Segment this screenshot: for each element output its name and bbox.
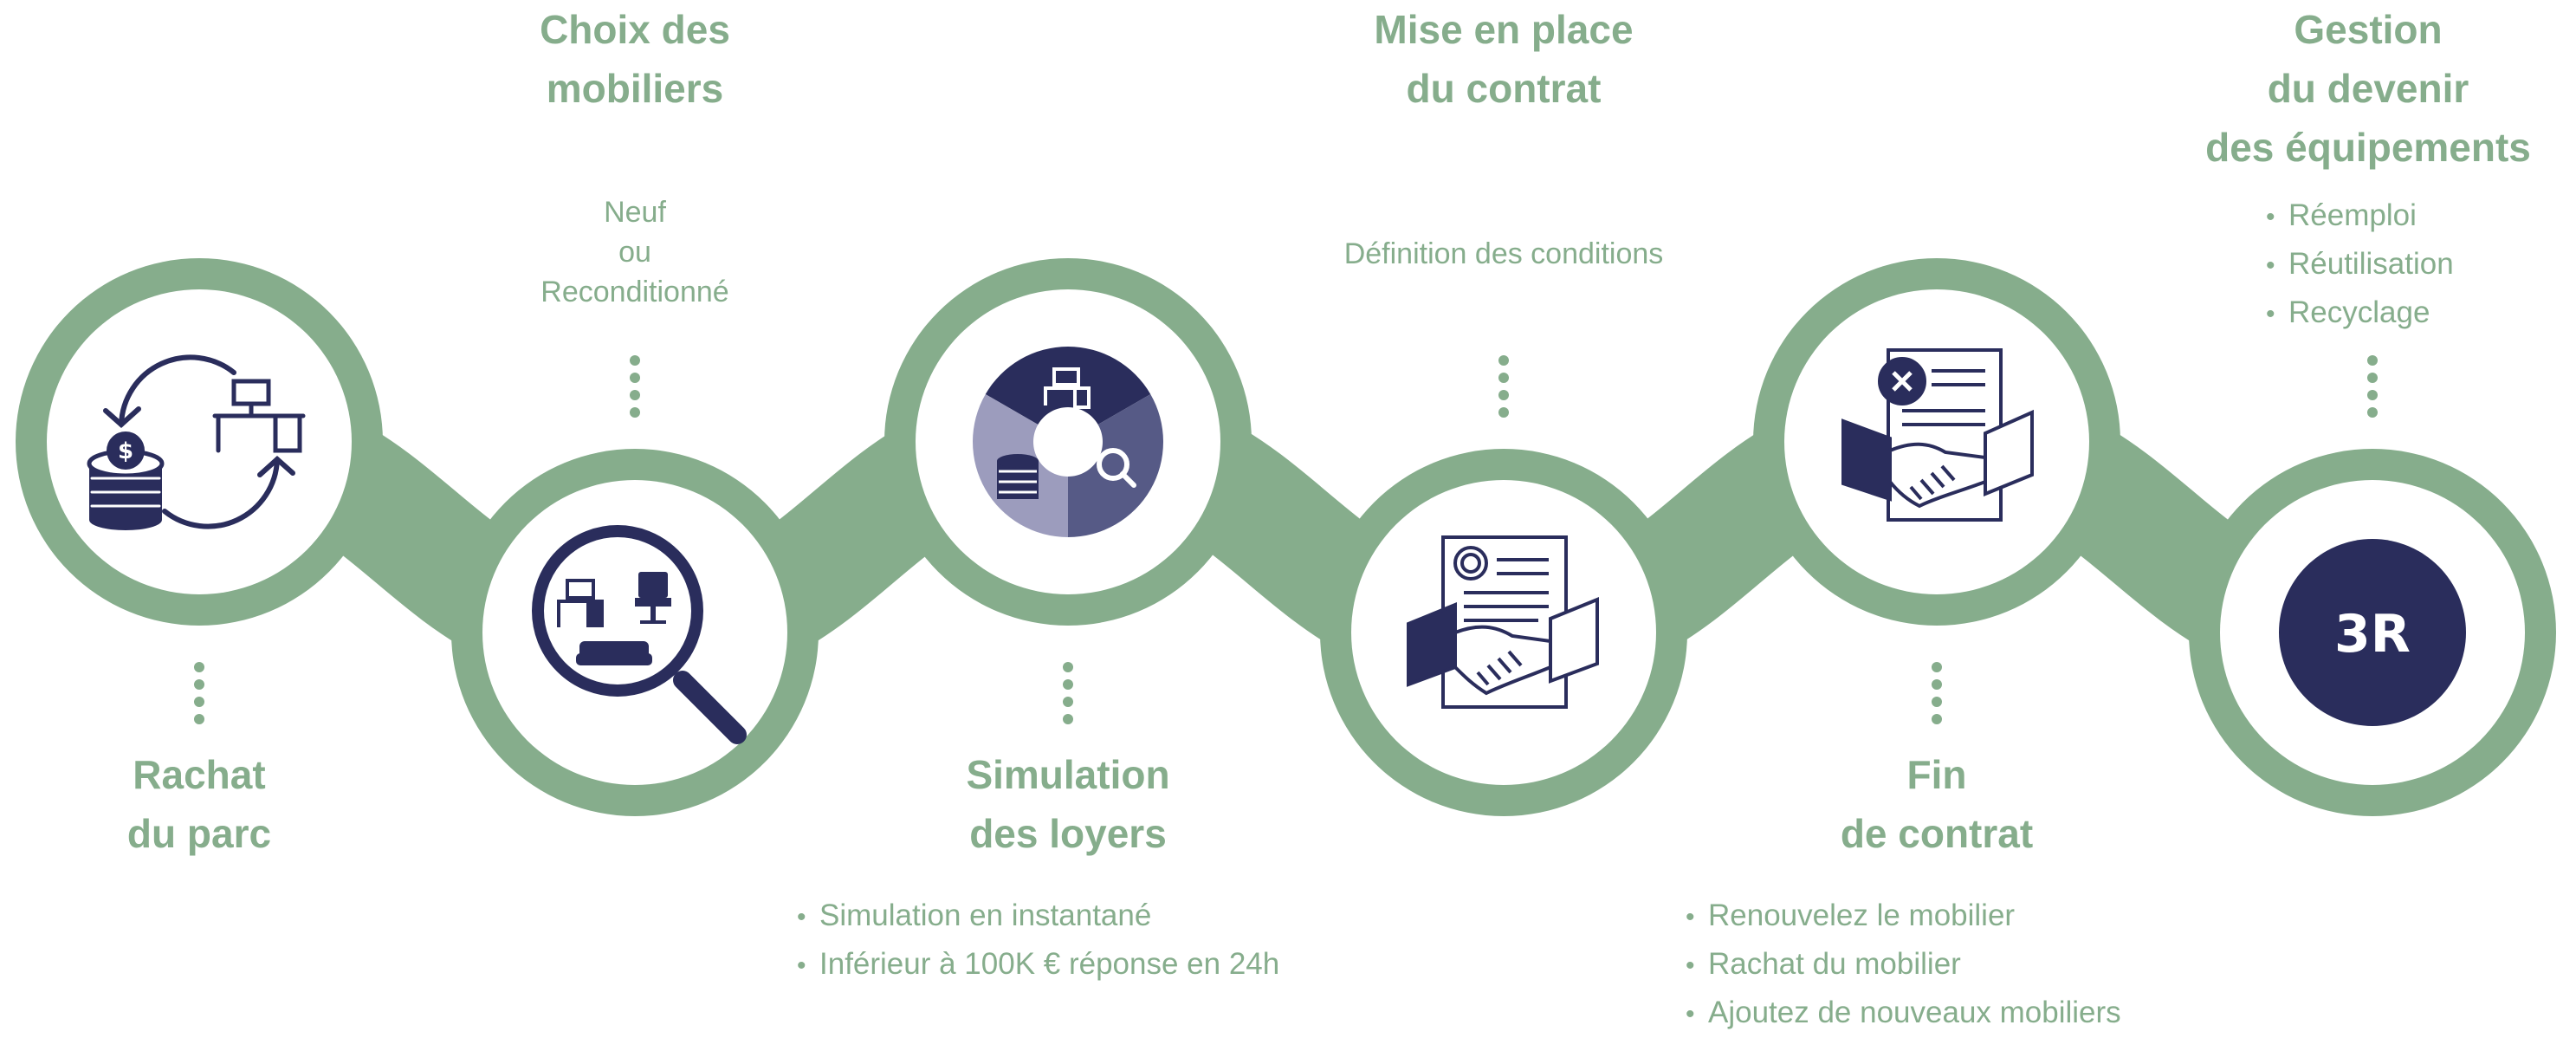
connector-fin (1932, 662, 1942, 724)
svg-text:$: $ (118, 438, 133, 464)
bullet-fin-0: Renouvelez le mobilier (1686, 892, 2240, 941)
bullet-fin-2: Ajoutez de nouveaux mobiliers (1686, 989, 2240, 1038)
bullet-gestion-0: Réemploi (2266, 192, 2543, 241)
connector-gestion (2367, 355, 2378, 418)
connector-simulation (1063, 662, 1073, 724)
subtitle-mise: Définition des conditions (1343, 237, 1664, 270)
title-simulation: Simulation des loyers (966, 752, 1170, 856)
title-mise: Mise en place du contrat (1374, 7, 1634, 111)
three-r-badge-icon (2279, 539, 2466, 726)
donut-chart-icon (973, 347, 1163, 537)
bullets-fin: Renouvelez le mobilier Rachat du mobilie… (1686, 892, 2240, 1038)
dotted-connectors (194, 355, 2378, 724)
contract-handshake-icon (1407, 535, 1599, 709)
magnifier-furniture-icon (532, 525, 747, 744)
connector-rachat (194, 662, 204, 724)
bullets-simulation: Simulation en instantané Inférieur à 100… (797, 892, 1403, 989)
connector-mise (1498, 355, 1509, 418)
exchange-coins-desk-icon: $ (87, 354, 306, 530)
bullet-simulation-0: Simulation en instantané (797, 892, 1403, 941)
title-gestion: Gestion du devenir des équipements (2205, 7, 2531, 170)
bullet-gestion-2: Recyclage (2266, 289, 2543, 338)
bullet-gestion-1: Réutilisation (2266, 241, 2543, 289)
title-fin: Fin de contrat (1840, 752, 2034, 856)
bullet-fin-1: Rachat du mobilier (1686, 941, 2240, 989)
bullet-simulation-1: Inférieur à 100K € réponse en 24h (797, 941, 1403, 989)
connector-choix (630, 355, 640, 418)
subtitle-choix: Neuf ou Reconditionné (540, 196, 729, 308)
cancelled-contract-handshake-icon (1841, 348, 2034, 522)
title-choix: Choix des mobiliers (540, 7, 730, 111)
bullets-gestion: Réemploi Réutilisation Recyclage (2266, 192, 2543, 338)
badge-3r-text: 3R (2334, 604, 2411, 665)
title-rachat: Rachat du parc (126, 752, 272, 856)
